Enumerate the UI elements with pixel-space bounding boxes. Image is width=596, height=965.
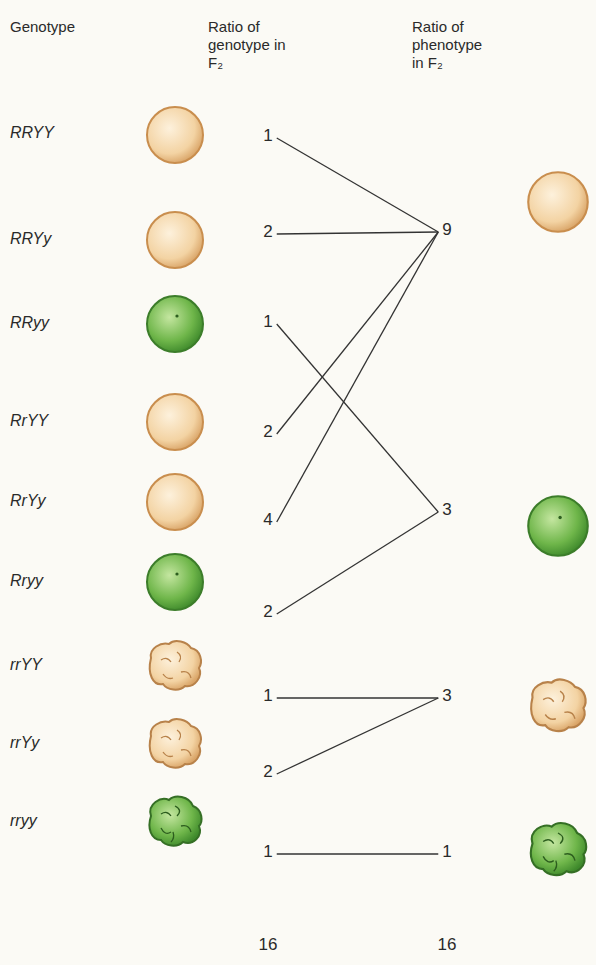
genotype-label: RrYY: [10, 412, 48, 430]
total-number: 16: [438, 935, 457, 955]
ratio-number: 4: [263, 510, 272, 529]
connector-line: [277, 698, 439, 774]
ratio-number: 9: [442, 220, 451, 239]
genotype-label: RRYY: [10, 124, 54, 142]
genotype-label: RrYy: [10, 492, 46, 510]
ratio-number: 2: [263, 222, 272, 241]
connector-line: [277, 324, 439, 512]
genotype-ratio: 2: [259, 601, 276, 623]
ratio-number: 1: [263, 842, 272, 861]
total-number: 16: [259, 935, 278, 955]
connector-line: [277, 232, 439, 234]
genotype-label: rrYY: [10, 656, 42, 674]
phenotype-ratio: 1: [438, 841, 455, 863]
phenotype-ratio: 3: [438, 499, 455, 521]
genotype-ratio: 1: [259, 841, 276, 863]
ratio-number: 1: [263, 312, 272, 331]
ratio-number: 2: [263, 602, 272, 621]
genotype-ratio: 4: [259, 509, 276, 531]
genotype-ratio: 1: [259, 311, 276, 333]
column-header: Ratio of phenotype in F₂: [412, 18, 494, 72]
genotype-ratio: 2: [259, 221, 276, 243]
connector-line: [277, 697, 439, 698]
connector-line: [277, 512, 439, 614]
ratio-number: 2: [263, 422, 272, 441]
genotype-ratio: 2: [259, 761, 276, 783]
connector-line: [277, 138, 439, 232]
genotype-label: RRYy: [10, 230, 51, 248]
ratio-number: 2: [263, 762, 272, 781]
phenotype-ratio: 9: [438, 219, 455, 241]
ratio-number: 1: [263, 126, 272, 145]
ratio-number: 3: [442, 500, 451, 519]
column-header: Genotype: [10, 18, 92, 36]
genotype-label: Rryy: [10, 572, 43, 590]
connector-line: [277, 232, 439, 522]
ratio-number: 3: [442, 686, 451, 705]
genotype-label: rrYy: [10, 734, 39, 752]
ratio-number: 1: [442, 842, 451, 861]
connector-line: [277, 232, 439, 434]
genotype-label: rryy: [10, 812, 37, 830]
ratio-number: 1: [263, 686, 272, 705]
phenotype-ratio: 3: [438, 685, 455, 707]
connector-line: [277, 853, 439, 854]
genotype-label: RRyy: [10, 314, 49, 332]
column-header: Ratio of genotype in F₂: [208, 18, 290, 72]
genotype-ratio: 1: [259, 685, 276, 707]
genotype-ratio: 1: [259, 125, 276, 147]
genotype-ratio: 2: [259, 421, 276, 443]
